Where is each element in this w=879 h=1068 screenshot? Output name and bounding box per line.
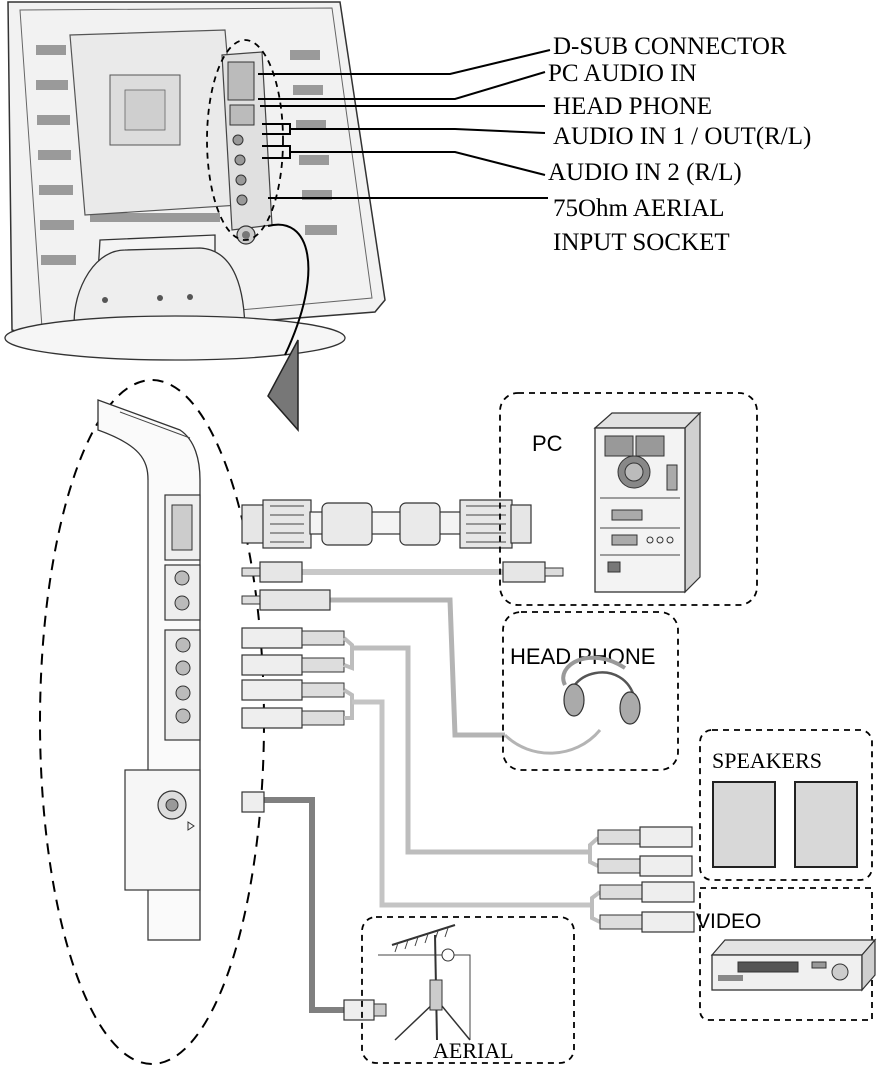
- speakers-label: SPEAKERS: [712, 748, 822, 773]
- enlarged-panel-view: [40, 380, 264, 1064]
- label-pc-audio-in: PC AUDIO IN: [548, 60, 697, 87]
- monitor-rear-view: [5, 2, 385, 430]
- aerial-label: AERIAL: [433, 1038, 514, 1063]
- label-aerial-input: 75Ohm AERIAL: [553, 195, 725, 222]
- dsub-cable: [242, 500, 531, 548]
- aerial-cable: [242, 792, 386, 1020]
- label-head-phone: HEAD PHONE: [553, 93, 712, 120]
- video-label: VIDEO: [696, 910, 761, 933]
- pc-audio-cable: [242, 562, 563, 582]
- pc-label: PC: [532, 431, 563, 456]
- label-aerial-socket: INPUT SOCKET: [553, 229, 730, 256]
- rca-plugs-left: [242, 628, 352, 728]
- rca-plugs-right: [590, 827, 694, 932]
- speakers-device: SPEAKERS: [700, 730, 872, 880]
- video-audio-cable: [352, 702, 592, 905]
- speaker-audio-cable: [352, 648, 590, 852]
- label-audio-in-1: AUDIO IN 1 / OUT(R/L): [553, 123, 811, 150]
- headphone-label: HEAD PHONE: [510, 644, 655, 669]
- aerial-device: AERIAL: [362, 917, 574, 1063]
- video-device: VIDEO: [696, 888, 875, 1020]
- label-dsub-connector: D-SUB CONNECTOR: [553, 33, 787, 60]
- label-audio-in-2: AUDIO IN 2 (R/L): [548, 159, 742, 186]
- headphone-device: HEAD PHONE: [503, 612, 678, 770]
